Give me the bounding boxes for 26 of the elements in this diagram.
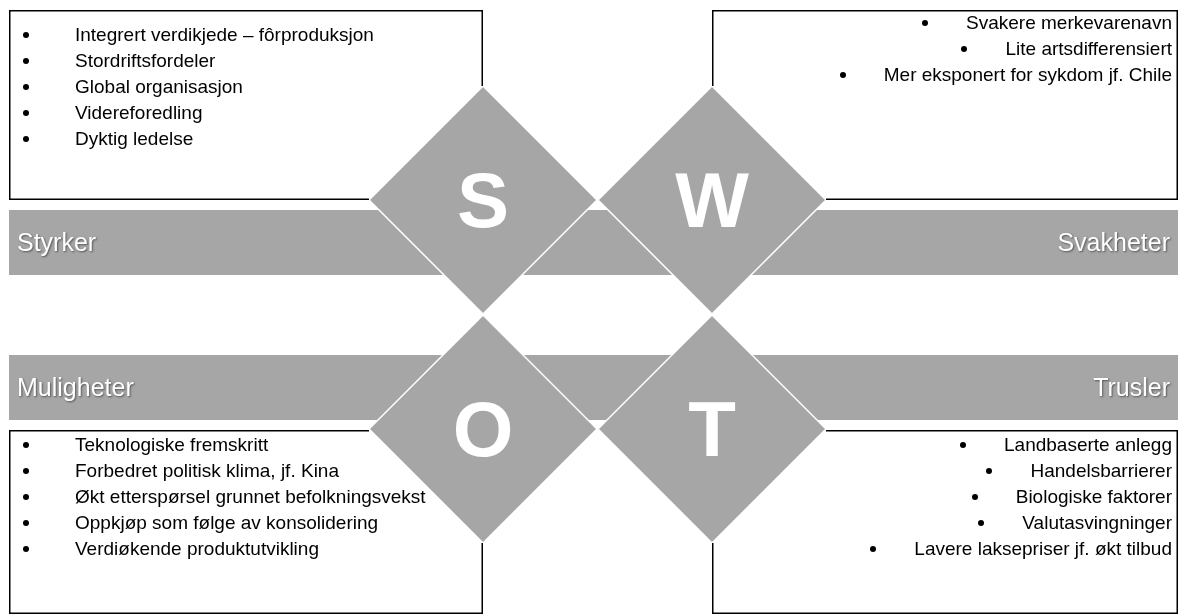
bullet-text: Stordriftsfordeler	[75, 49, 216, 73]
band-title: Styrker	[16, 228, 98, 257]
bullet-text: Verdiøkende produktutvikling	[75, 537, 319, 561]
swot-letter: O	[451, 384, 515, 474]
bullet-text: Integrert verdikjede – fôrproduksjon	[75, 23, 374, 47]
bullet-text: Landbaserte anlegg	[1004, 433, 1172, 457]
bullet-text: Dyktig ledelse	[75, 127, 194, 151]
bullet-text: Biologiske faktorer	[1015, 485, 1172, 509]
swot-letter: W	[674, 155, 750, 245]
swot-letter: S	[456, 155, 510, 245]
bullet-text: Lavere laksepriser jf. økt tilbud	[914, 537, 1172, 561]
bullet-text: Forbedret politisk klima, jf. Kina	[75, 459, 339, 483]
bullet-text: Svakere merkevarenavn	[966, 11, 1172, 35]
bullet-text: Lite artsdifferensiert	[1005, 37, 1172, 61]
bullet-text: Mer eksponert for sykdom jf. Chile	[883, 63, 1172, 87]
bullet-text: Handelsbarrierer	[1030, 459, 1172, 483]
band-title: Svakheter	[1056, 228, 1171, 257]
bullet-text: Teknologiske fremskritt	[75, 433, 269, 457]
bullet-text: Videreforedling	[75, 101, 203, 125]
band-title: Muligheter	[16, 373, 135, 402]
swot-letter: T	[687, 384, 737, 474]
bullet-text: Økt etterspørsel grunnet befolkningsvekst	[75, 485, 426, 509]
band-title: Trusler	[1092, 373, 1171, 402]
bullet-text: Global organisasjon	[75, 75, 243, 99]
bullet-text: Valutasvingninger	[1022, 511, 1172, 535]
bullet-text: Oppkjøp som følge av konsolidering	[75, 511, 379, 535]
